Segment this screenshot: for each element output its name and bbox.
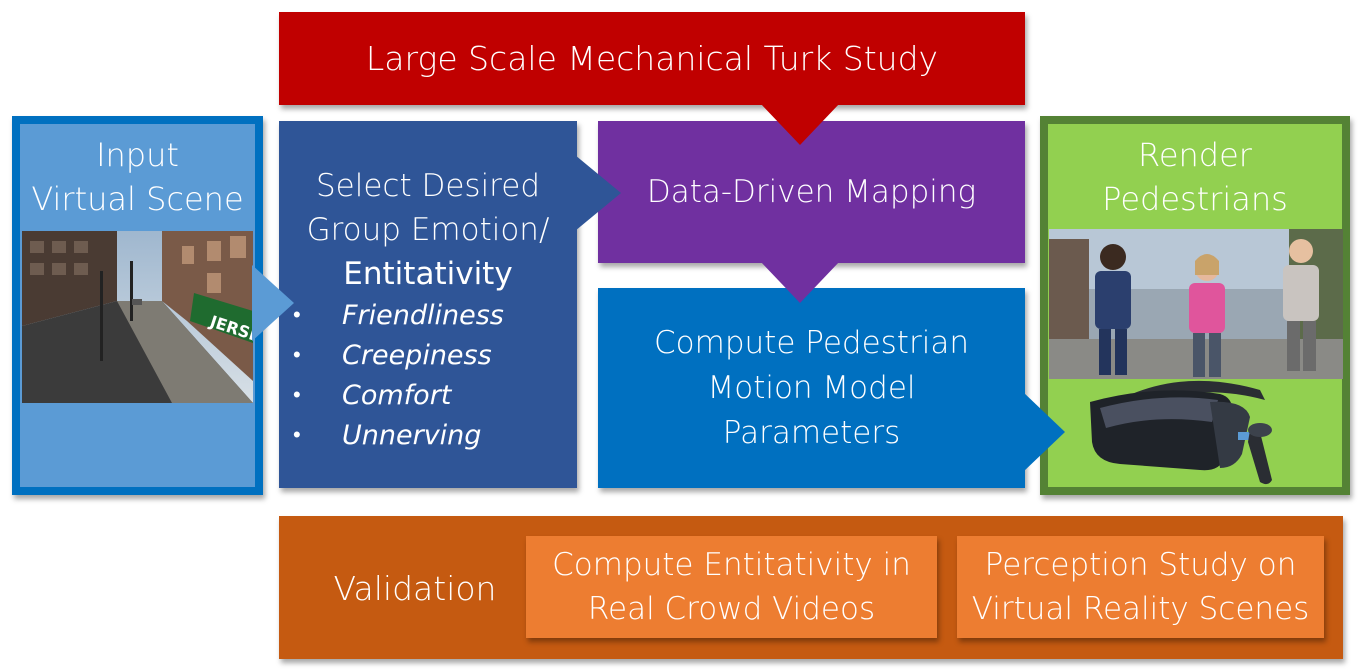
- perception-line-2: Virtual Reality Scenes: [971, 591, 1310, 627]
- pedestrian-woman: [1189, 254, 1225, 377]
- motion-line-2: Motion Model: [707, 369, 916, 406]
- perception-study-box: Perception Study on Virtual Reality Scen…: [957, 536, 1324, 638]
- select-title-line-3: Entitativity: [343, 256, 513, 292]
- arrow-select-to-mapping: [575, 155, 621, 231]
- render-title-line-1: Render: [1138, 136, 1252, 174]
- render-title-line-2: Pedestrians: [1102, 180, 1288, 218]
- pedestrians-image: [1049, 229, 1343, 379]
- emotion-item-creepiness: Creepiness: [293, 336, 563, 376]
- motion-line-1: Compute Pedestrian: [654, 324, 969, 361]
- emotion-item-comfort: Comfort: [293, 376, 563, 416]
- emotion-item-unnerving: Unnerving: [293, 416, 563, 456]
- virtual-scene-image: JERSE: [22, 231, 253, 403]
- mapping-label: Data-Driven Mapping: [646, 174, 977, 210]
- emotion-list: Friendliness Creepiness Comfort Unnervin…: [293, 296, 563, 456]
- input-panel-title: Input Virtual Scene: [20, 132, 255, 222]
- turk-study-box: Large Scale Mechanical Turk Study: [279, 12, 1025, 105]
- turk-study-label: Large Scale Mechanical Turk Study: [365, 39, 939, 78]
- arrow-motion-to-render: [1023, 392, 1065, 472]
- pedestrian-man: [1283, 239, 1319, 371]
- real-crowd-line-1: Compute Entitativity in: [552, 547, 911, 583]
- input-title-line-2: Virtual Scene: [31, 180, 244, 218]
- pedestrian-officer: [1095, 244, 1131, 375]
- emotion-item-friendliness: Friendliness: [293, 296, 563, 336]
- arrow-turk-to-mapping: [760, 103, 840, 145]
- arrow-mapping-to-motion: [760, 261, 840, 303]
- arrow-input-to-select: [252, 265, 294, 341]
- select-title-line-1: Select Desired: [315, 168, 540, 204]
- motion-line-3: Parameters: [722, 414, 901, 451]
- input-title-line-1: Input: [96, 136, 179, 174]
- real-crowd-box: Compute Entitativity in Real Crowd Video…: [526, 536, 937, 638]
- select-emotion-title: Select Desired Group Emotion/ Entitativi…: [279, 160, 577, 300]
- data-driven-mapping-box: Data-Driven Mapping: [598, 121, 1025, 263]
- validation-label: Validation: [333, 568, 497, 608]
- real-crowd-line-2: Real Crowd Videos: [587, 591, 876, 627]
- perception-line-1: Perception Study on: [984, 547, 1297, 583]
- motion-model-box: Compute Pedestrian Motion Model Paramete…: [598, 288, 1025, 488]
- vr-headset-icon: [1090, 380, 1272, 485]
- render-panel-title: Render Pedestrians: [1048, 132, 1342, 222]
- select-title-line-2: Group Emotion/: [306, 212, 550, 248]
